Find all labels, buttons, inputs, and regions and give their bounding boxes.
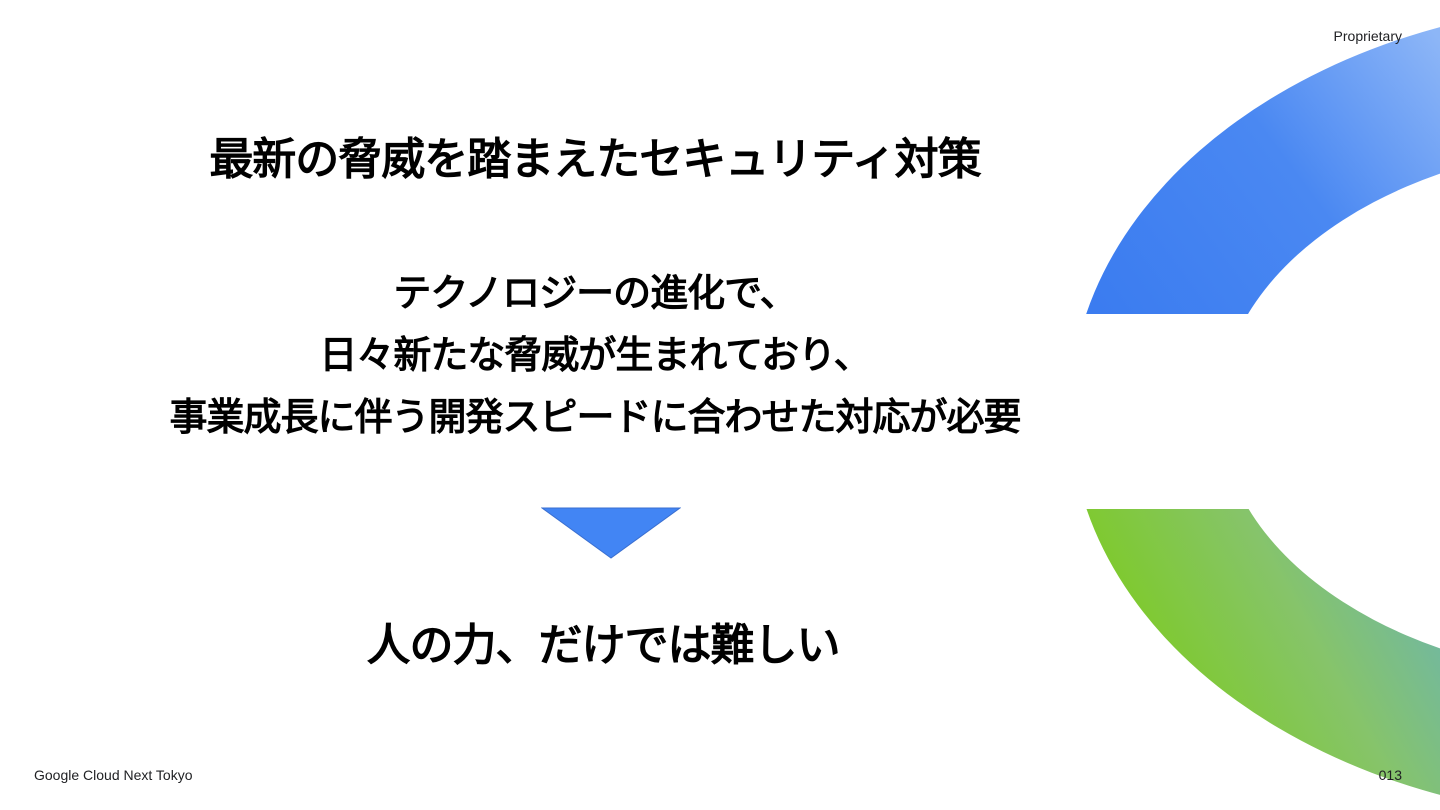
conclusion-text: 人の力、だけでは難しい	[366, 620, 841, 671]
down-triangle-arrow-icon	[541, 507, 681, 559]
ring-top-arc	[1086, 27, 1440, 314]
ring-bottom-arc	[1086, 509, 1440, 795]
body-line-1: テクノロジーの進化で、	[393, 271, 797, 315]
page-number: 013	[1378, 767, 1402, 783]
footer-event-name: Google Cloud Next Tokyo	[34, 767, 193, 783]
body-line-3: 事業成長に伴う開発スピードに合わせた対応が必要	[169, 395, 1021, 439]
body-text: テクノロジーの進化で、 日々新たな脅威が生まれており、 事業成長に伴う開発スピー…	[0, 262, 1190, 448]
body-line-2: 日々新たな脅威が生まれており、	[319, 333, 871, 377]
proprietary-label: Proprietary	[1333, 28, 1402, 44]
slide-title: 最新の脅威を踏まえたセキュリティ対策	[209, 134, 981, 185]
